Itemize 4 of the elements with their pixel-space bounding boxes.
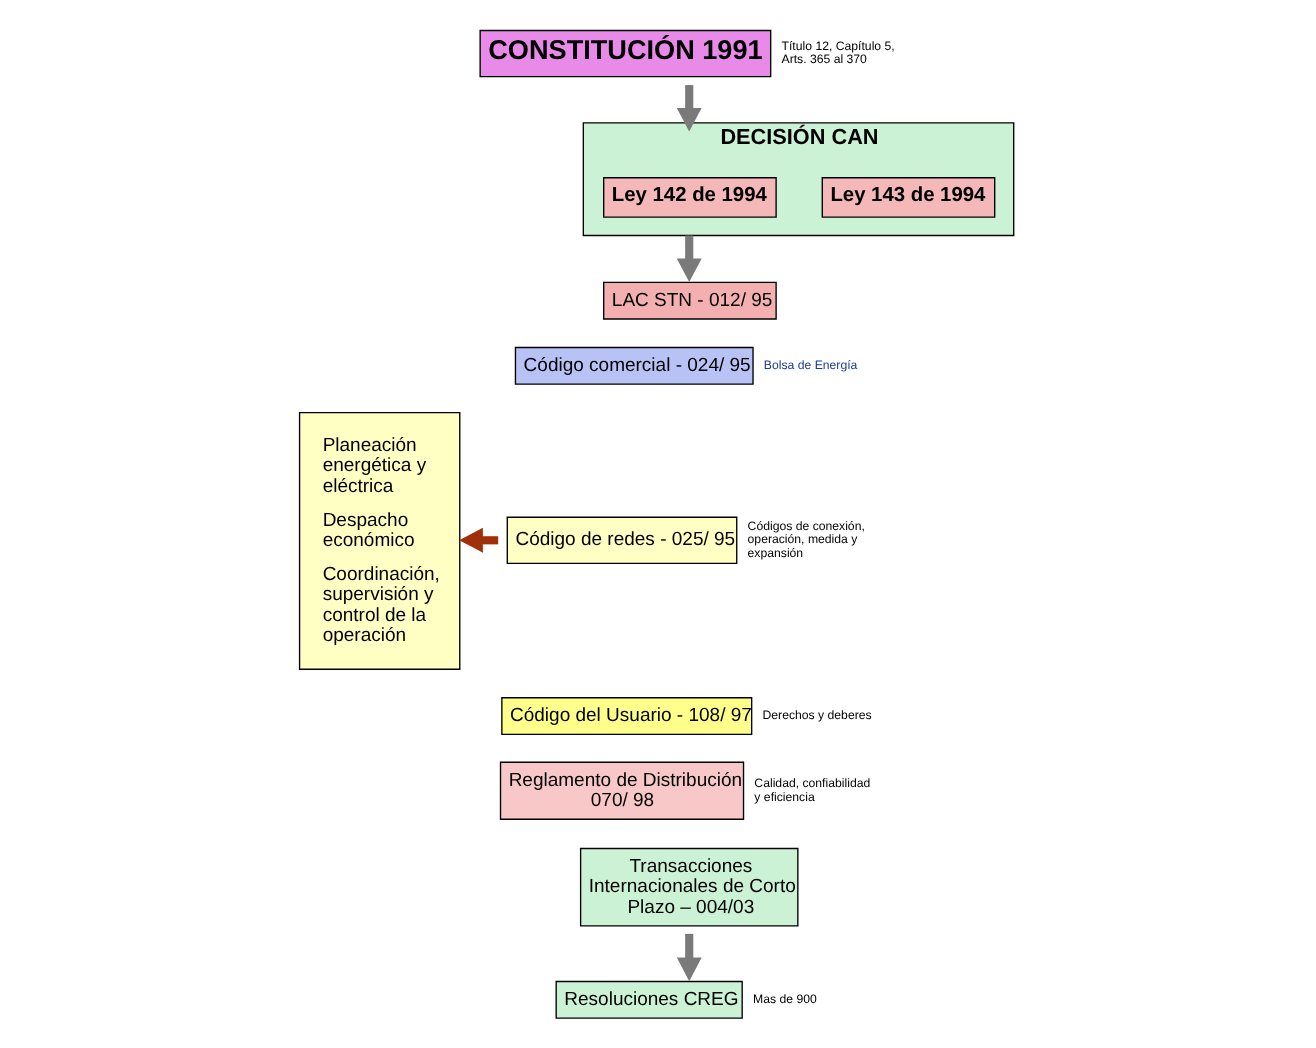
arrow <box>676 933 702 982</box>
arrow <box>459 527 499 553</box>
arrow <box>676 235 702 283</box>
arrow <box>676 85 702 132</box>
